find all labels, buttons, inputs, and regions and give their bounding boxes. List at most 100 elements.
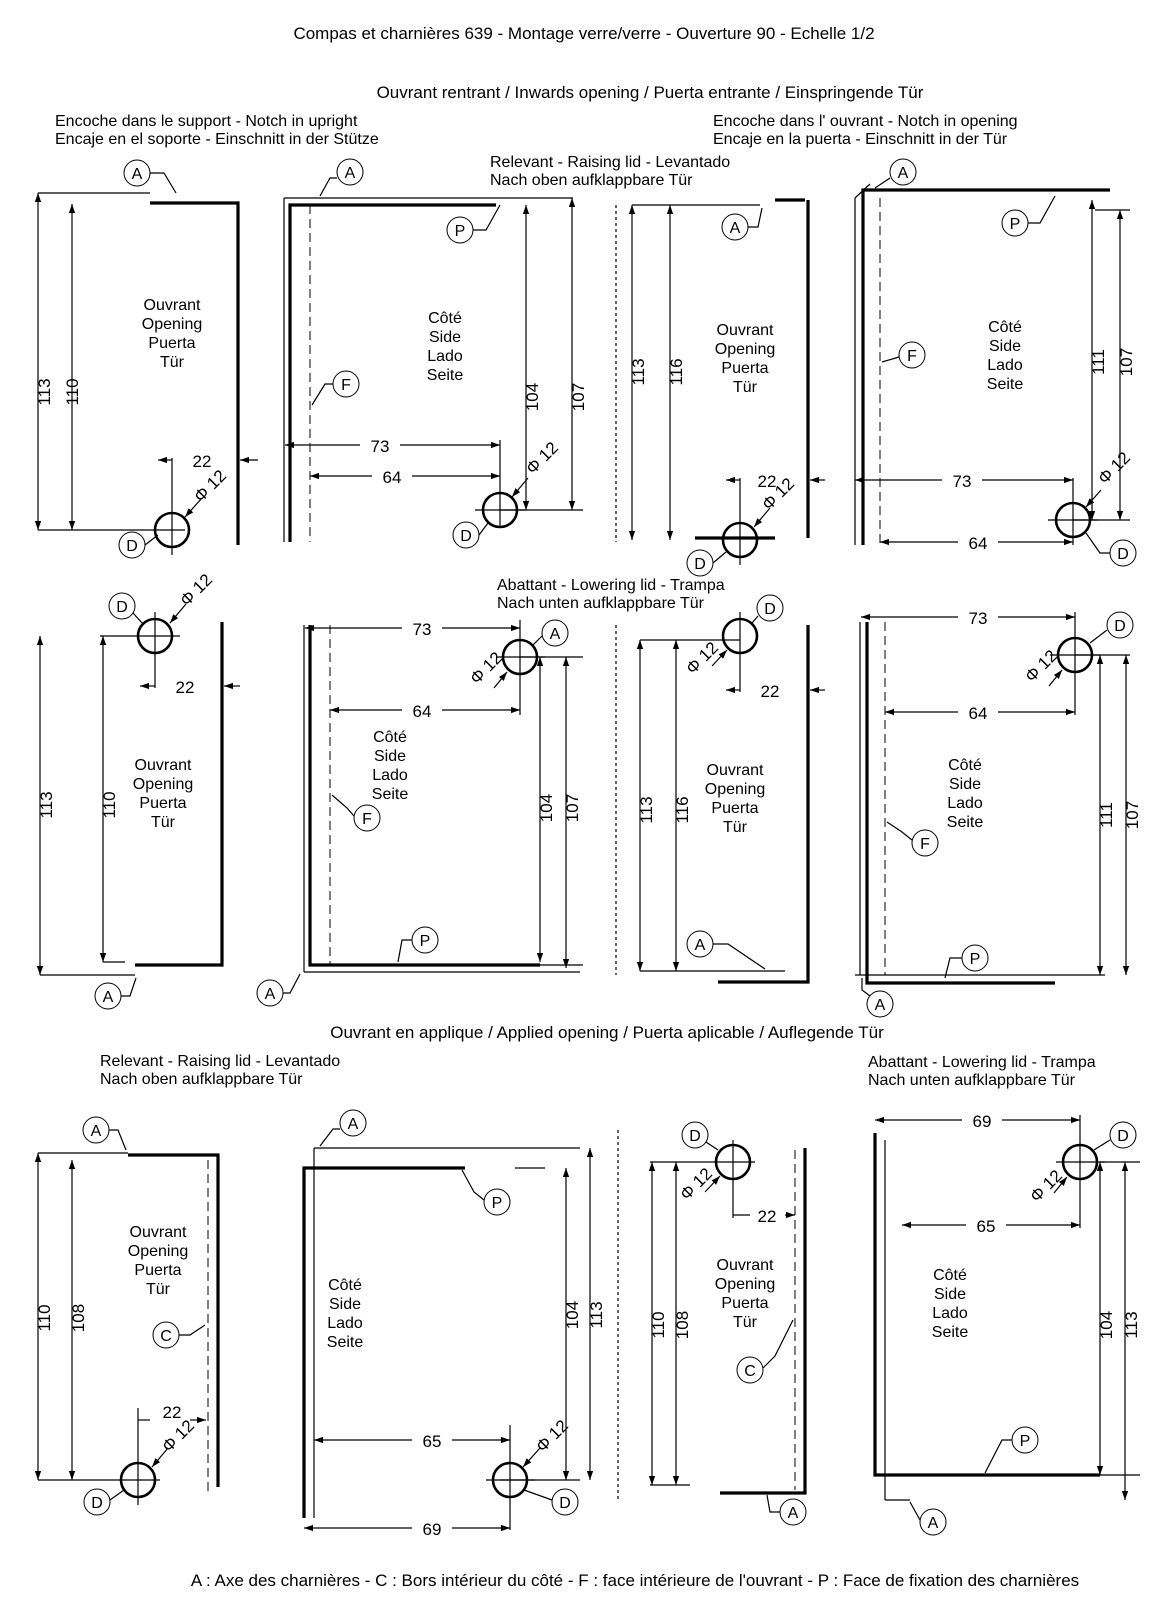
callout-d: D: [460, 528, 472, 545]
callout-a: A: [345, 165, 356, 182]
drawing-2-raising-side: 107 104 Côté Side Lado Seite 73 64 Φ 12 …: [283, 158, 588, 549]
label-opening: Opening: [133, 776, 194, 793]
dim-64: 64: [413, 702, 432, 721]
label-ouvrant: Ouvrant: [135, 757, 192, 774]
dim-73: 73: [953, 472, 972, 491]
dim-116: 116: [673, 796, 692, 823]
label-opening: Opening: [715, 1276, 776, 1293]
callout-p: P: [1020, 1433, 1031, 1450]
label-lado: Lado: [987, 357, 1023, 374]
callout-a: A: [928, 1515, 939, 1532]
label-cote: Côté: [373, 729, 407, 746]
caption-notch-opening-line1: Encoche dans l' ouvrant - Notch in openi…: [713, 113, 1018, 130]
dim-107: 107: [569, 383, 588, 411]
label-side: Side: [329, 1296, 361, 1313]
caption-lowering-applied-line1: Abattant - Lowering lid - Trampa: [868, 1054, 1096, 1071]
callout-p: P: [455, 223, 466, 240]
dim-107: 107: [1117, 348, 1136, 376]
callout-a: A: [730, 220, 741, 237]
dim-116: 116: [667, 358, 686, 385]
callout-d: D: [559, 1495, 571, 1512]
caption-notch-upright-line1: Encoche dans le support - Notch in uprig…: [55, 113, 358, 130]
dim-22: 22: [761, 682, 780, 701]
label-puerta: Puerta: [721, 1295, 768, 1312]
dim-phi12: Φ 12: [1021, 646, 1061, 686]
callout-d: D: [1117, 546, 1129, 563]
dim-111: 111: [1089, 349, 1108, 375]
dim-64: 64: [969, 704, 988, 723]
label-ouvrant: Ouvrant: [144, 297, 201, 314]
dim-69: 69: [423, 1520, 442, 1539]
drawing-6-lowering-side: 107 104 Côté Side Lado Seite 73 64 Φ 12 …: [256, 619, 583, 1007]
dim-64: 64: [383, 468, 402, 487]
dim-phi12: Φ 12: [466, 648, 506, 688]
drawing-12-applied-lowering-side: 113 104 Côté Side Lado Seite 69 65 Φ 12 …: [873, 1112, 1141, 1536]
label-seite: Seite: [427, 367, 464, 384]
caption-raising-line2: Nach oben aufklappbare Tür: [490, 172, 693, 189]
label-tur: Tür: [160, 354, 185, 371]
callout-p: P: [492, 1195, 503, 1212]
label-side: Side: [429, 329, 461, 346]
dim-22: 22: [163, 1403, 182, 1422]
dim-22: 22: [193, 452, 212, 471]
label-seite: Seite: [372, 786, 409, 803]
callout-f: F: [341, 377, 351, 394]
label-lado: Lado: [947, 795, 983, 812]
label-cote: Côté: [948, 757, 982, 774]
label-seite: Seite: [932, 1324, 969, 1341]
dim-108: 108: [69, 1304, 88, 1332]
caption-notch-opening-line2: Encaje en la puerta - Einschnitt in der …: [713, 131, 1008, 148]
label-side: Side: [374, 748, 406, 765]
caption-notch-upright-line2: Encaje en el soporte - Einschnitt in der…: [55, 131, 379, 148]
label-opening: Opening: [128, 1243, 189, 1260]
label-tur: Tür: [151, 814, 176, 831]
drawing-5-lowering-opening: 113 110 Ouvrant Opening Puerta Tür 22 Φ …: [36, 570, 240, 1010]
caption-raising-applied-line2: Nach oben aufklappbare Tür: [100, 1071, 303, 1088]
callout-a: A: [132, 166, 143, 183]
callout-c: C: [160, 1328, 172, 1345]
callout-d: D: [689, 1128, 701, 1145]
dim-64: 64: [969, 534, 988, 553]
label-cote: Côté: [933, 1267, 967, 1284]
dim-107: 107: [563, 794, 582, 822]
label-puerta: Puerta: [139, 795, 186, 812]
dim-104: 104: [563, 1301, 582, 1329]
caption-raising-applied-line1: Relevant - Raising lid - Levantado: [100, 1053, 340, 1070]
label-puerta: Puerta: [721, 360, 768, 377]
label-cote: Côté: [328, 1277, 362, 1294]
dim-107: 107: [1123, 801, 1142, 829]
callout-a: A: [875, 997, 886, 1014]
caption-lowering-line2: Nach unten aufklappbare Tür: [497, 595, 705, 612]
callout-f: F: [920, 836, 930, 853]
label-opening: Opening: [142, 316, 203, 333]
callout-d: D: [694, 556, 706, 573]
drawing-9-applied-raising-opening: 110 108 Ouvrant Opening Puerta Tür 22 Φ …: [34, 1116, 220, 1516]
dim-113: 113: [1122, 1311, 1141, 1338]
drawing-1-raising-opening: 113 110 Ouvrant Opening Puerta Tür 22 Φ …: [34, 159, 258, 559]
dim-73: 73: [371, 437, 390, 456]
dim-110: 110: [649, 1311, 668, 1338]
callout-d: D: [764, 601, 776, 618]
callout-d: D: [91, 1495, 103, 1512]
label-ouvrant: Ouvrant: [717, 322, 774, 339]
dim-22: 22: [758, 472, 777, 491]
dim-73: 73: [969, 609, 988, 628]
label-opening: Opening: [715, 341, 776, 358]
dim-110: 110: [63, 378, 82, 405]
label-lado: Lado: [932, 1305, 968, 1322]
dim-phi12: Φ 12: [676, 1164, 716, 1204]
dim-69: 69: [973, 1112, 992, 1131]
caption-lowering-applied-line2: Nach unten aufklappbare Tür: [868, 1072, 1076, 1089]
callout-a: A: [348, 1116, 359, 1133]
caption-lowering-line1: Abattant - Lowering lid - Trampa: [497, 577, 725, 594]
callout-p: P: [970, 951, 981, 968]
dim-73: 73: [413, 620, 432, 639]
label-seite: Seite: [327, 1334, 364, 1351]
page-title: Compas et charnières 639 - Montage verre…: [293, 24, 874, 43]
drawing-10-applied-raising-side: 113 104 Côté Side Lado Seite 65 69 Φ 12 …: [302, 1109, 606, 1539]
label-seite: Seite: [947, 814, 984, 831]
label-tur: Tür: [146, 1281, 171, 1298]
section-inwards-title: Ouvrant rentrant / Inwards opening / Pue…: [377, 83, 924, 102]
callout-d: D: [116, 599, 128, 616]
